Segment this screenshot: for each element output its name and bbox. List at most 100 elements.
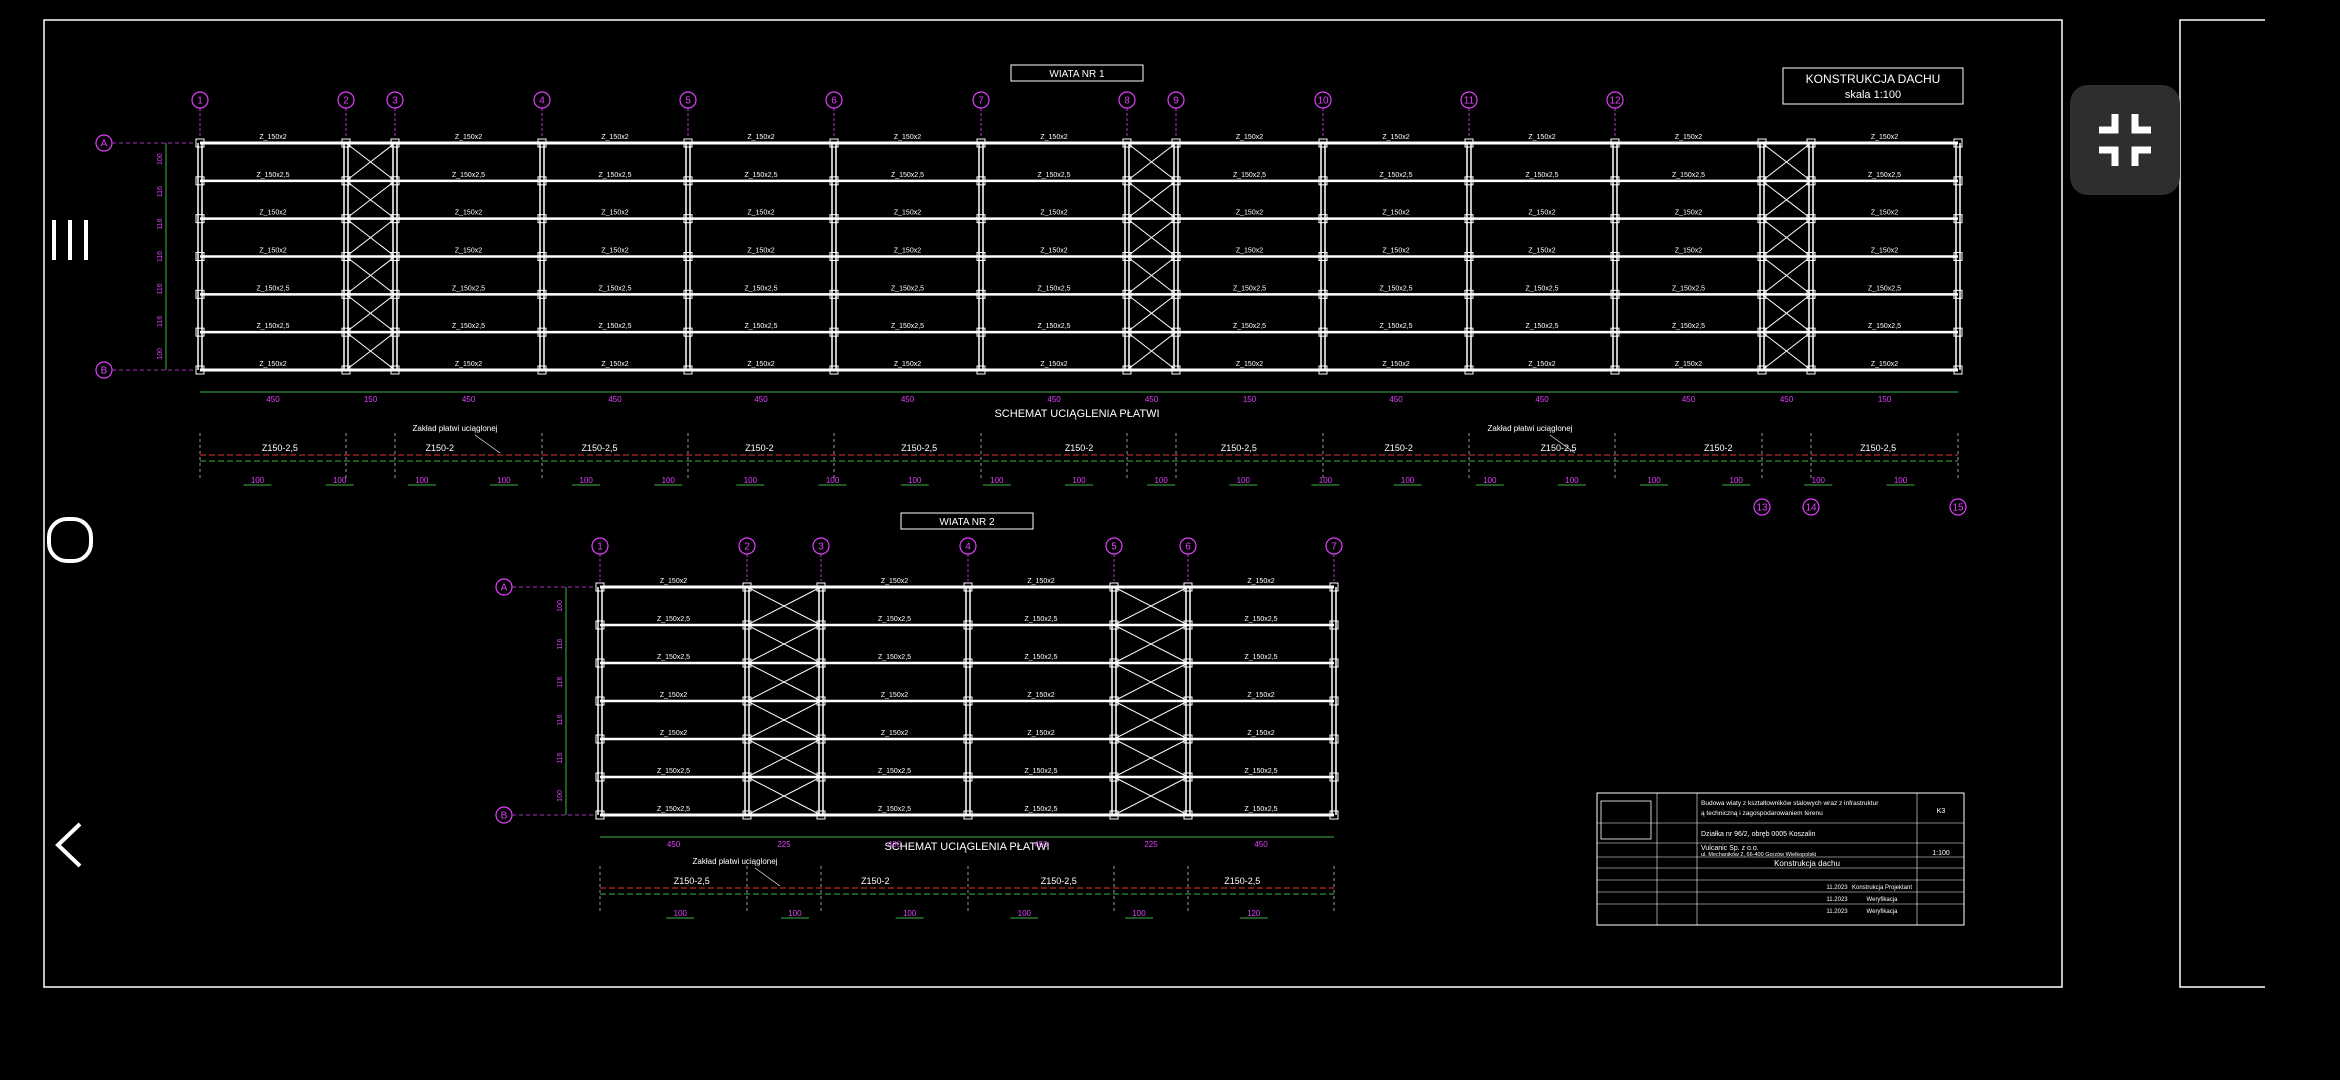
vert-dim: 116 xyxy=(157,186,164,197)
purlin-label: Z_150x2,5 xyxy=(1525,323,1558,330)
purlin-label: Z_150x2 xyxy=(1675,210,1702,217)
bracing xyxy=(1113,662,1189,702)
svg-text:6: 6 xyxy=(831,96,837,107)
exit-fullscreen-button[interactable] xyxy=(2070,85,2180,195)
span-dim: 450 xyxy=(1682,395,1696,404)
overlap-dim: 100 xyxy=(1565,476,1579,485)
purlin-label: Z_150x2 xyxy=(1382,248,1409,255)
vert-dim: 116 xyxy=(157,283,164,294)
purlin-label: Z_150x2,5 xyxy=(878,616,911,623)
scheme-label: Z150-2,5 xyxy=(1221,443,1257,453)
bracing xyxy=(1113,700,1189,740)
svg-text:11: 11 xyxy=(1464,96,1475,107)
bracing xyxy=(345,218,396,257)
svg-text:WIATA NR 1: WIATA NR 1 xyxy=(1049,69,1105,80)
svg-text:7: 7 xyxy=(978,96,984,107)
bracing xyxy=(746,624,822,664)
purlin-label: Z_150x2 xyxy=(881,692,908,699)
svg-text:12: 12 xyxy=(1609,96,1621,107)
span-dim: 225 xyxy=(1144,840,1158,849)
overlap-dim: 100 xyxy=(1894,476,1908,485)
stamp-scale: 1:100 xyxy=(1932,850,1950,857)
overlap-dim: 100 xyxy=(826,476,840,485)
span-dim: 450 xyxy=(1535,395,1549,404)
svg-text:11.2023: 11.2023 xyxy=(1826,897,1848,903)
svg-text:2: 2 xyxy=(744,542,750,553)
scheme-title: SCHEMAT UCIĄGLENIA PŁATWI xyxy=(884,841,1049,853)
overlap-note: Zakład płatwi uciąglonej xyxy=(693,857,778,866)
overlap-dim: 100 xyxy=(1132,909,1146,918)
purlin-label: Z_150x2,5 xyxy=(1672,285,1705,292)
bracing xyxy=(1761,180,1812,220)
overlap-dim: 100 xyxy=(1401,476,1415,485)
svg-text:ul. Mechaników 2, 66-400 Gorzó: ul. Mechaników 2, 66-400 Gorzów Wielkopo… xyxy=(1701,852,1816,858)
purlin-label: Z_150x2 xyxy=(1040,248,1067,255)
overlap-dim: 100 xyxy=(415,476,429,485)
svg-text:11.2023: 11.2023 xyxy=(1826,909,1848,915)
axis-bubble xyxy=(386,91,404,109)
bracing xyxy=(1113,738,1189,778)
stamp-address: Działka nr 96/2, obręb 0005 Koszalin xyxy=(1701,831,1816,838)
overlap-dim: 100 xyxy=(674,909,688,918)
vert-dim: 100 xyxy=(557,600,564,612)
scheme-label: Z150-2 xyxy=(1065,443,1094,453)
axis-bubble xyxy=(812,537,830,555)
purlin-label: Z_150x2 xyxy=(1871,361,1898,368)
purlin-label: Z_150x2 xyxy=(1236,248,1263,255)
axis-bubble xyxy=(679,91,697,109)
purlin-label: Z_150x2,5 xyxy=(1037,323,1070,330)
wiata1-label: WIATA NR 1 xyxy=(1010,64,1144,82)
purlin-label: Z_150x2 xyxy=(1247,730,1274,737)
purlin-label: Z_150x2,5 xyxy=(256,285,289,292)
purlin-label: Z_150x2 xyxy=(747,134,774,141)
purlin-label: Z_150x2,5 xyxy=(891,285,924,292)
home-icon xyxy=(47,517,93,563)
scheme-label: Z150-2 xyxy=(1384,443,1413,453)
purlin-label: Z_150x2 xyxy=(747,210,774,217)
span-dim: 450 xyxy=(667,840,681,849)
recent-apps-button[interactable] xyxy=(30,200,110,280)
purlin-label: Z_150x2 xyxy=(1675,361,1702,368)
svg-text:13: 13 xyxy=(1756,503,1768,514)
bracing xyxy=(746,586,822,626)
bracing xyxy=(345,180,396,220)
span-dim: 150 xyxy=(1878,395,1892,404)
purlin-label: Z_150x2 xyxy=(881,730,908,737)
overlap-dim: 100 xyxy=(333,476,347,485)
purlin-label: Z_150x2,5 xyxy=(744,323,777,330)
svg-text:6: 6 xyxy=(1185,542,1191,553)
purlin-label: Z_150x2 xyxy=(1027,578,1054,585)
purlin-label: Z_150x2 xyxy=(601,361,628,368)
purlin-label: Z_150x2 xyxy=(455,361,482,368)
svg-text:15: 15 xyxy=(1952,503,1964,514)
bracing xyxy=(1761,331,1812,371)
purlin-label: Z_150x2,5 xyxy=(1672,172,1705,179)
svg-text:Konstrukcja Projektant: Konstrukcja Projektant xyxy=(1852,885,1912,891)
home-button[interactable] xyxy=(30,500,110,580)
purlin-label: Z_150x2,5 xyxy=(1244,768,1277,775)
axis-bubble xyxy=(1802,498,1820,516)
vert-dim: 100 xyxy=(157,153,164,165)
svg-text:9: 9 xyxy=(1173,96,1179,107)
purlin-label: Z_150x2,5 xyxy=(657,806,690,813)
svg-text:1: 1 xyxy=(597,542,603,553)
back-button[interactable] xyxy=(30,805,110,885)
stamp-sheet-title: Konstrukcja dachu xyxy=(1774,859,1840,868)
overlap-dim: 100 xyxy=(1237,476,1251,485)
overlap-dim: 100 xyxy=(788,909,802,918)
span-dim: 225 xyxy=(777,840,791,849)
purlin-label: Z_150x2 xyxy=(1236,210,1263,217)
vert-dim: 116 xyxy=(157,251,164,262)
purlin-label: Z_150x2,5 xyxy=(256,172,289,179)
purlin-label: Z_150x2,5 xyxy=(891,172,924,179)
purlin-label: Z_150x2 xyxy=(1382,210,1409,217)
overlap-dim: 100 xyxy=(1647,476,1661,485)
axis-bubble xyxy=(1949,498,1967,516)
purlin-label: Z_150x2 xyxy=(1382,134,1409,141)
purlin-label: Z_150x2,5 xyxy=(598,323,631,330)
span-dim: 150 xyxy=(1243,395,1257,404)
overlap-dim: 100 xyxy=(662,476,676,485)
span-dim: 450 xyxy=(266,395,280,404)
overlap-dim: 100 xyxy=(1319,476,1333,485)
